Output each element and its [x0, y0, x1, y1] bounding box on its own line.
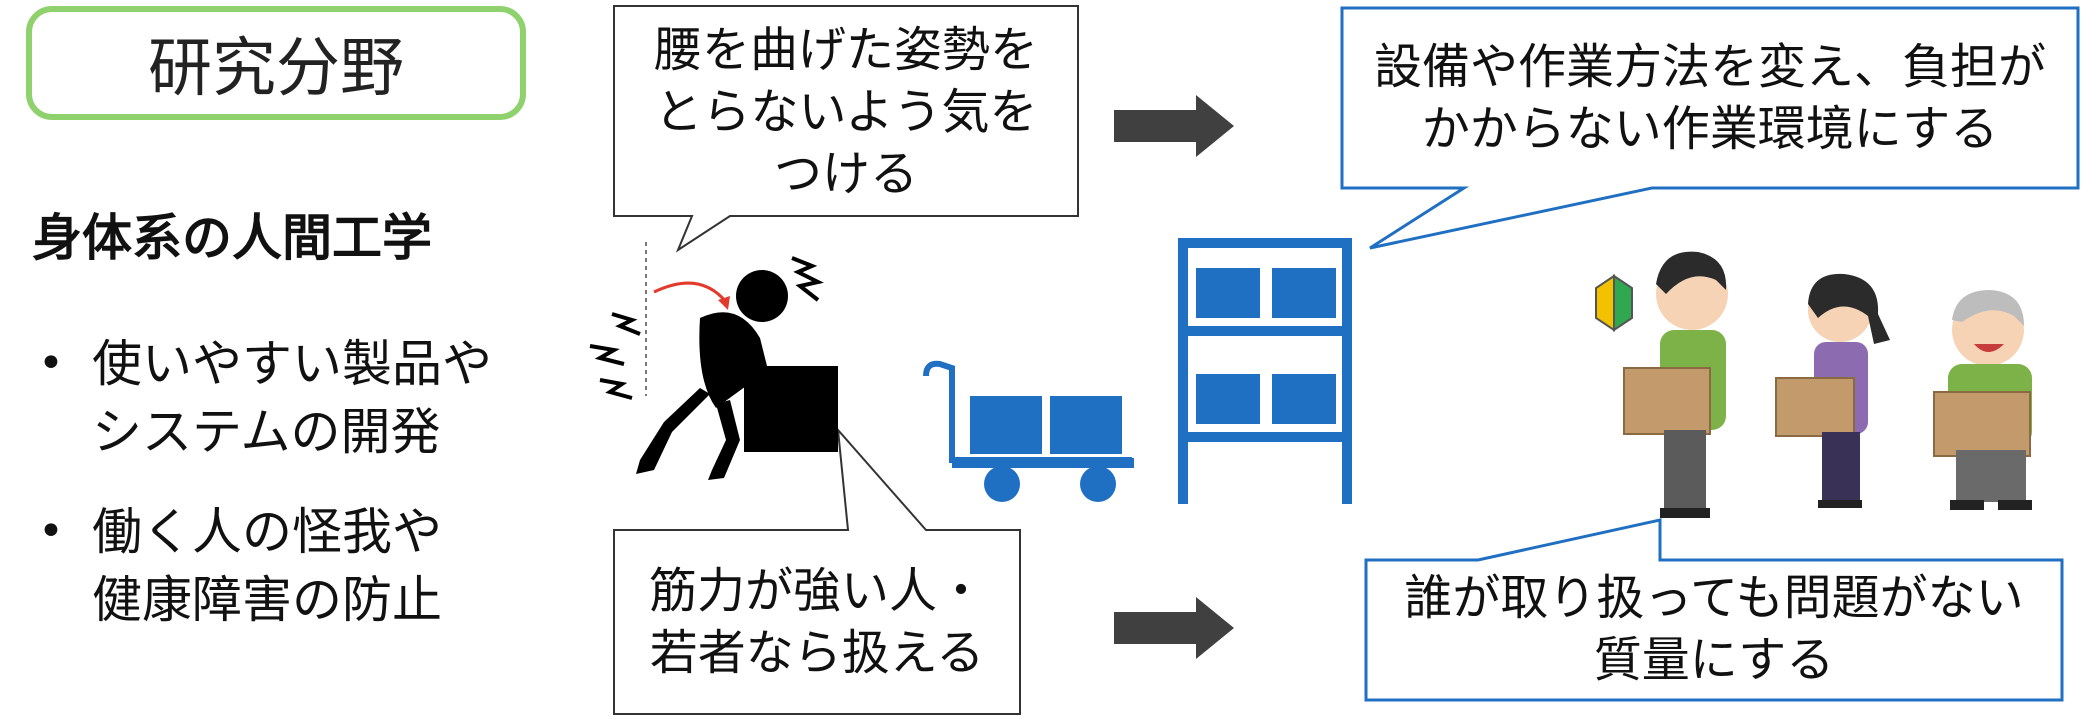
- topic-bullet-list: 使いやすい製品や システムの開発 働く人の怪我や 健康障害の防止: [30, 330, 550, 666]
- hand-truck-icon: [923, 360, 1134, 502]
- strength-callout-text: 筋力が強い人・ 若者なら扱える: [648, 563, 985, 681]
- beginner-mark-icon: [1595, 274, 1633, 332]
- posture-callout-text: 腰を曲げた姿勢を とらないよう気を つける: [653, 22, 1038, 202]
- section-title: 研究分野: [148, 32, 404, 106]
- young-worker-figure: [1623, 251, 1728, 518]
- bullet-item-product-dev: 使いやすい製品や システムの開発: [30, 330, 550, 466]
- elderly-worker-figure: [1933, 290, 2032, 510]
- strength-callout: [613, 427, 1021, 715]
- storage-shelf-icon: [1178, 238, 1352, 504]
- worker-group-icon: [1623, 251, 2032, 518]
- arrow-right-bottom-icon: [1114, 597, 1234, 659]
- arrow-right-top-icon: [1114, 95, 1234, 157]
- environment-callout-text: 設備や作業方法を変え、負担が かからない作業環境にする: [1373, 39, 2046, 157]
- strained-worker-icon: [589, 242, 838, 480]
- weight-callout: [1364, 518, 2064, 702]
- bullet-item-injury-prevention: 働く人の怪我や 健康障害の防止: [30, 498, 550, 634]
- female-worker-figure: [1775, 273, 1890, 508]
- topic-heading: 身体系の人間工学: [32, 209, 432, 267]
- environment-callout: [1340, 6, 2080, 250]
- posture-callout: [613, 5, 1079, 253]
- section-title-box: 研究分野: [26, 6, 526, 120]
- weight-callout-text: 誰が取り扱っても問題がない 質量にする: [1404, 570, 2024, 688]
